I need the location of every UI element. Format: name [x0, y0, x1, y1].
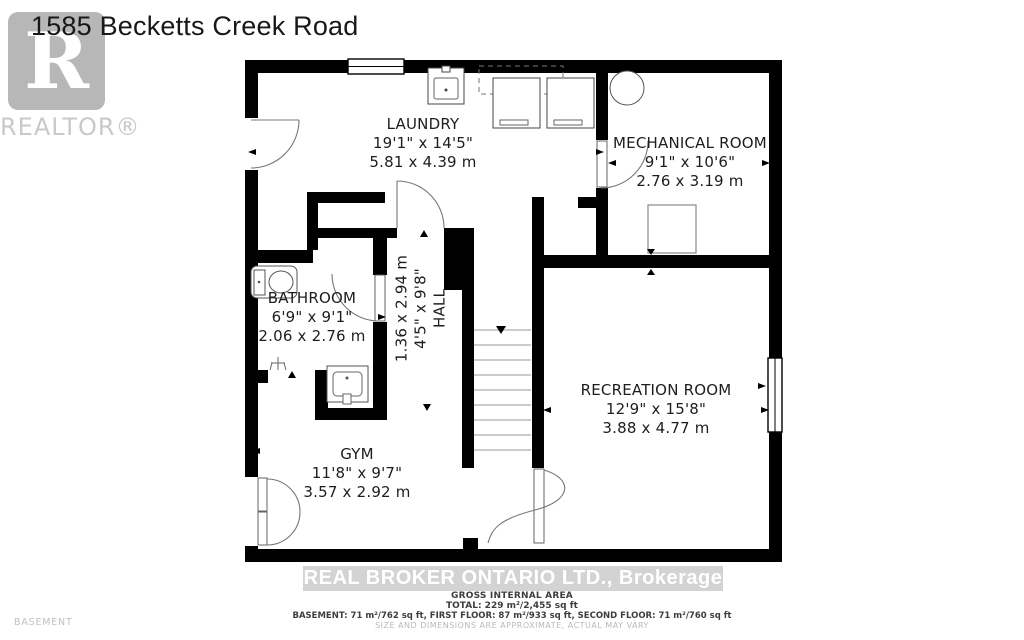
vanity-sink-fixture	[326, 365, 369, 405]
room-label-gym: GYM 11'8" x 9'7" 3.57 x 2.92 m	[267, 445, 447, 502]
area-breakdown: BASEMENT: 71 m²/762 sq ft, FIRST FLOOR: …	[292, 611, 732, 621]
realtor-logo-letter: R	[24, 16, 89, 107]
stairs-down-arrow-icon	[496, 326, 506, 334]
water-heater-fixture	[609, 70, 645, 106]
room-dims-metric: 5.81 x 4.39 m	[369, 153, 477, 171]
room-dims-metric: 3.57 x 2.92 m	[303, 483, 411, 501]
exterior-walls	[245, 60, 782, 562]
door-mechanical	[596, 140, 649, 189]
room-name: HALL	[430, 288, 449, 329]
window-right	[767, 357, 783, 433]
room-dims-imperial: 19'1" x 14'5"	[372, 134, 474, 152]
fixtures	[250, 65, 697, 405]
room-label-bathroom: BATHROOM 6'9" x 9'1" 2.06 x 2.76 m	[227, 289, 397, 346]
door-bathroom	[331, 273, 386, 322]
shower-head-icon	[269, 357, 287, 371]
laundry-sink-fixture	[427, 65, 465, 105]
gross-area-heading: GROSS INTERNAL AREA	[451, 591, 573, 601]
room-dims-imperial: 9'1" x 10'6"	[644, 153, 736, 171]
room-dims-imperial: 12'9" x 15'8"	[605, 400, 707, 418]
room-name: LAUNDRY	[386, 115, 460, 133]
room-label-laundry: LAUNDRY 19'1" x 14'5" 5.81 x 4.39 m	[333, 115, 513, 172]
interior-walls	[245, 60, 782, 551]
door-hall	[396, 180, 445, 229]
brokerage-name: REAL BROKER ONTARIO LTD., Brokerage	[303, 567, 723, 589]
stairs	[474, 326, 531, 451]
washer-fixture	[492, 77, 541, 129]
size-disclaimer: SIZE AND DIMENSIONS ARE APPROXIMATE, ACT…	[375, 621, 649, 630]
room-label-hall: 1.36 x 2.94 m 4'5" x 9'8" HALL	[393, 234, 450, 384]
room-dims-metric: 1.36 x 2.94 m	[392, 254, 411, 363]
room-name: MECHANICAL ROOM	[613, 134, 767, 152]
door-recreation-double-swing	[487, 468, 566, 544]
floor-label: BASEMENT	[14, 617, 73, 628]
realtor-watermark-label: REALTOR®	[0, 113, 141, 141]
room-label-mechanical: MECHANICAL ROOM 9'1" x 10'6" 2.76 x 3.19…	[590, 134, 790, 191]
room-dims-metric: 2.76 x 3.19 m	[636, 172, 744, 190]
furnace-fixture	[647, 204, 697, 254]
room-name: RECREATION ROOM	[580, 381, 732, 399]
opening-markers	[248, 149, 770, 454]
realtor-logo-icon: R	[8, 12, 105, 110]
page-title: 1585 Becketts Creek Road	[31, 11, 359, 41]
floorplan-svg	[245, 58, 783, 562]
room-dims-imperial: 6'9" x 9'1"	[271, 308, 353, 326]
room-name: BATHROOM	[267, 289, 357, 307]
door-laundry-exterior	[250, 119, 300, 169]
room-dims-imperial: 4'5" x 9'8"	[411, 268, 430, 349]
room-label-recreation: RECREATION ROOM 12'9" x 15'8" 3.88 x 4.7…	[546, 381, 766, 438]
doors	[250, 119, 649, 546]
room-dims-metric: 3.88 x 4.77 m	[602, 419, 710, 437]
toilet-fixture	[250, 265, 298, 299]
windows	[347, 58, 783, 433]
brokerage-watermark-bar: REAL BROKER ONTARIO LTD., Brokerage	[303, 566, 723, 591]
door-gym-closet-bifold	[257, 477, 301, 546]
window-top	[347, 58, 405, 75]
area-total: TOTAL: 229 m²/2,455 sq ft	[446, 601, 578, 611]
room-dims-imperial: 11'8" x 9'7"	[311, 464, 403, 482]
room-dims-metric: 2.06 x 2.76 m	[258, 327, 366, 345]
dryer-fixture	[546, 77, 595, 129]
room-name: GYM	[340, 445, 374, 463]
